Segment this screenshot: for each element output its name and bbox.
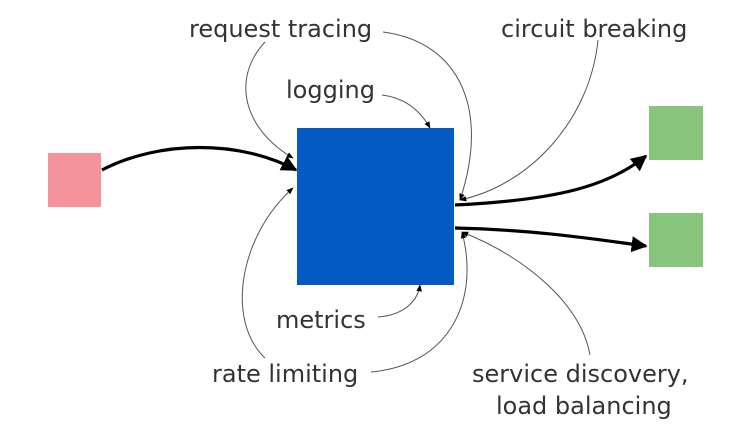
label-service-discovery-line1: service discovery, xyxy=(472,360,689,388)
request-tracing-callout xyxy=(245,41,294,159)
proxy-to-upstream-bottom-arrow xyxy=(454,226,648,253)
rate-limiting-callout-left xyxy=(241,187,294,359)
label-logging: logging xyxy=(286,76,375,104)
label-request-tracing: request tracing xyxy=(189,15,372,43)
circuit-breaking-callout xyxy=(459,39,599,202)
proxy-node xyxy=(297,128,454,285)
upstream-node-top xyxy=(649,106,703,160)
service-discovery-callout xyxy=(461,231,591,356)
request-tracing-callout-right xyxy=(382,31,472,201)
proxy-to-upstream-top-arrow xyxy=(454,154,648,207)
upstream-node-bottom xyxy=(649,213,703,267)
client-to-proxy-arrow xyxy=(101,146,298,172)
logging-callout xyxy=(381,94,431,129)
label-service-discovery-line2: load balancing xyxy=(496,392,672,420)
client-node xyxy=(48,153,101,207)
label-circuit-breaking: circuit breaking xyxy=(501,15,687,43)
metrics-callout xyxy=(377,284,422,318)
rate-limiting-callout-right xyxy=(370,231,468,373)
label-rate-limiting: rate limiting xyxy=(212,360,358,388)
label-metrics: metrics xyxy=(276,306,366,334)
